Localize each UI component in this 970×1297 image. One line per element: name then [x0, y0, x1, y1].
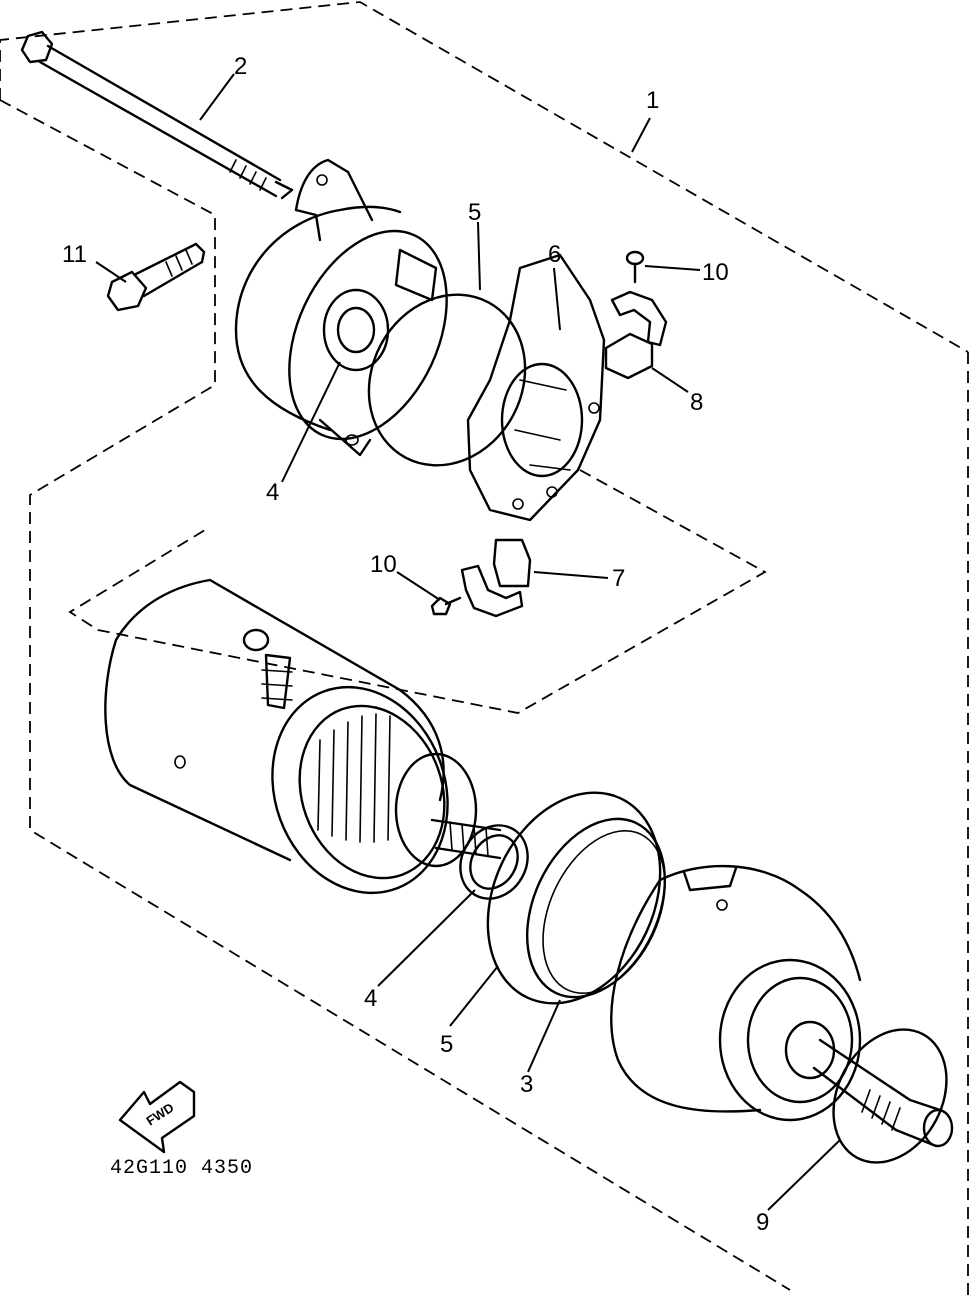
brush-holder-lower	[460, 538, 532, 618]
through-bolt	[20, 30, 294, 200]
callout-1: 1	[646, 87, 659, 114]
screw-lower	[430, 596, 462, 616]
callout-7: 7	[612, 565, 625, 592]
rear-end-cover	[234, 158, 448, 457]
screw-upper	[625, 250, 645, 284]
callout-labels: 1 2 11 5 6 10 8 4 10 7 4 5 3 9	[62, 53, 769, 1236]
brush-subassembly-boundary	[68, 469, 767, 714]
mounting-bolt	[106, 242, 206, 312]
callout-5-upper: 5	[468, 199, 481, 226]
callout-8: 8	[690, 389, 703, 416]
callout-9: 9	[756, 1209, 769, 1236]
callout-10-lower: 10	[370, 551, 397, 578]
washer-lower	[459, 824, 529, 900]
callout-10-upper: 10	[702, 259, 729, 286]
callout-4-lower: 4	[364, 985, 377, 1012]
leader-lines	[95, 73, 841, 1211]
brush-holder-upper	[604, 290, 668, 380]
fwd-label: FWD	[143, 1100, 176, 1129]
collar-ring	[525, 817, 667, 999]
callout-11: 11	[62, 241, 87, 268]
brush-plate	[466, 253, 606, 522]
front-end-cover	[610, 864, 954, 1148]
o-ring-lower	[486, 791, 662, 1005]
callout-2: 2	[234, 53, 247, 80]
motor-yoke	[104, 578, 502, 895]
callout-3: 3	[520, 1071, 533, 1098]
callout-4-upper: 4	[266, 479, 279, 506]
fwd-arrow-icon: FWD	[118, 1080, 196, 1154]
callout-5-lower: 5	[440, 1031, 453, 1058]
callout-6: 6	[548, 241, 561, 268]
o-ring-upper	[367, 293, 527, 467]
diagram-code: 42G110 4350	[110, 1157, 253, 1180]
o-ring-shaft	[832, 1028, 948, 1164]
